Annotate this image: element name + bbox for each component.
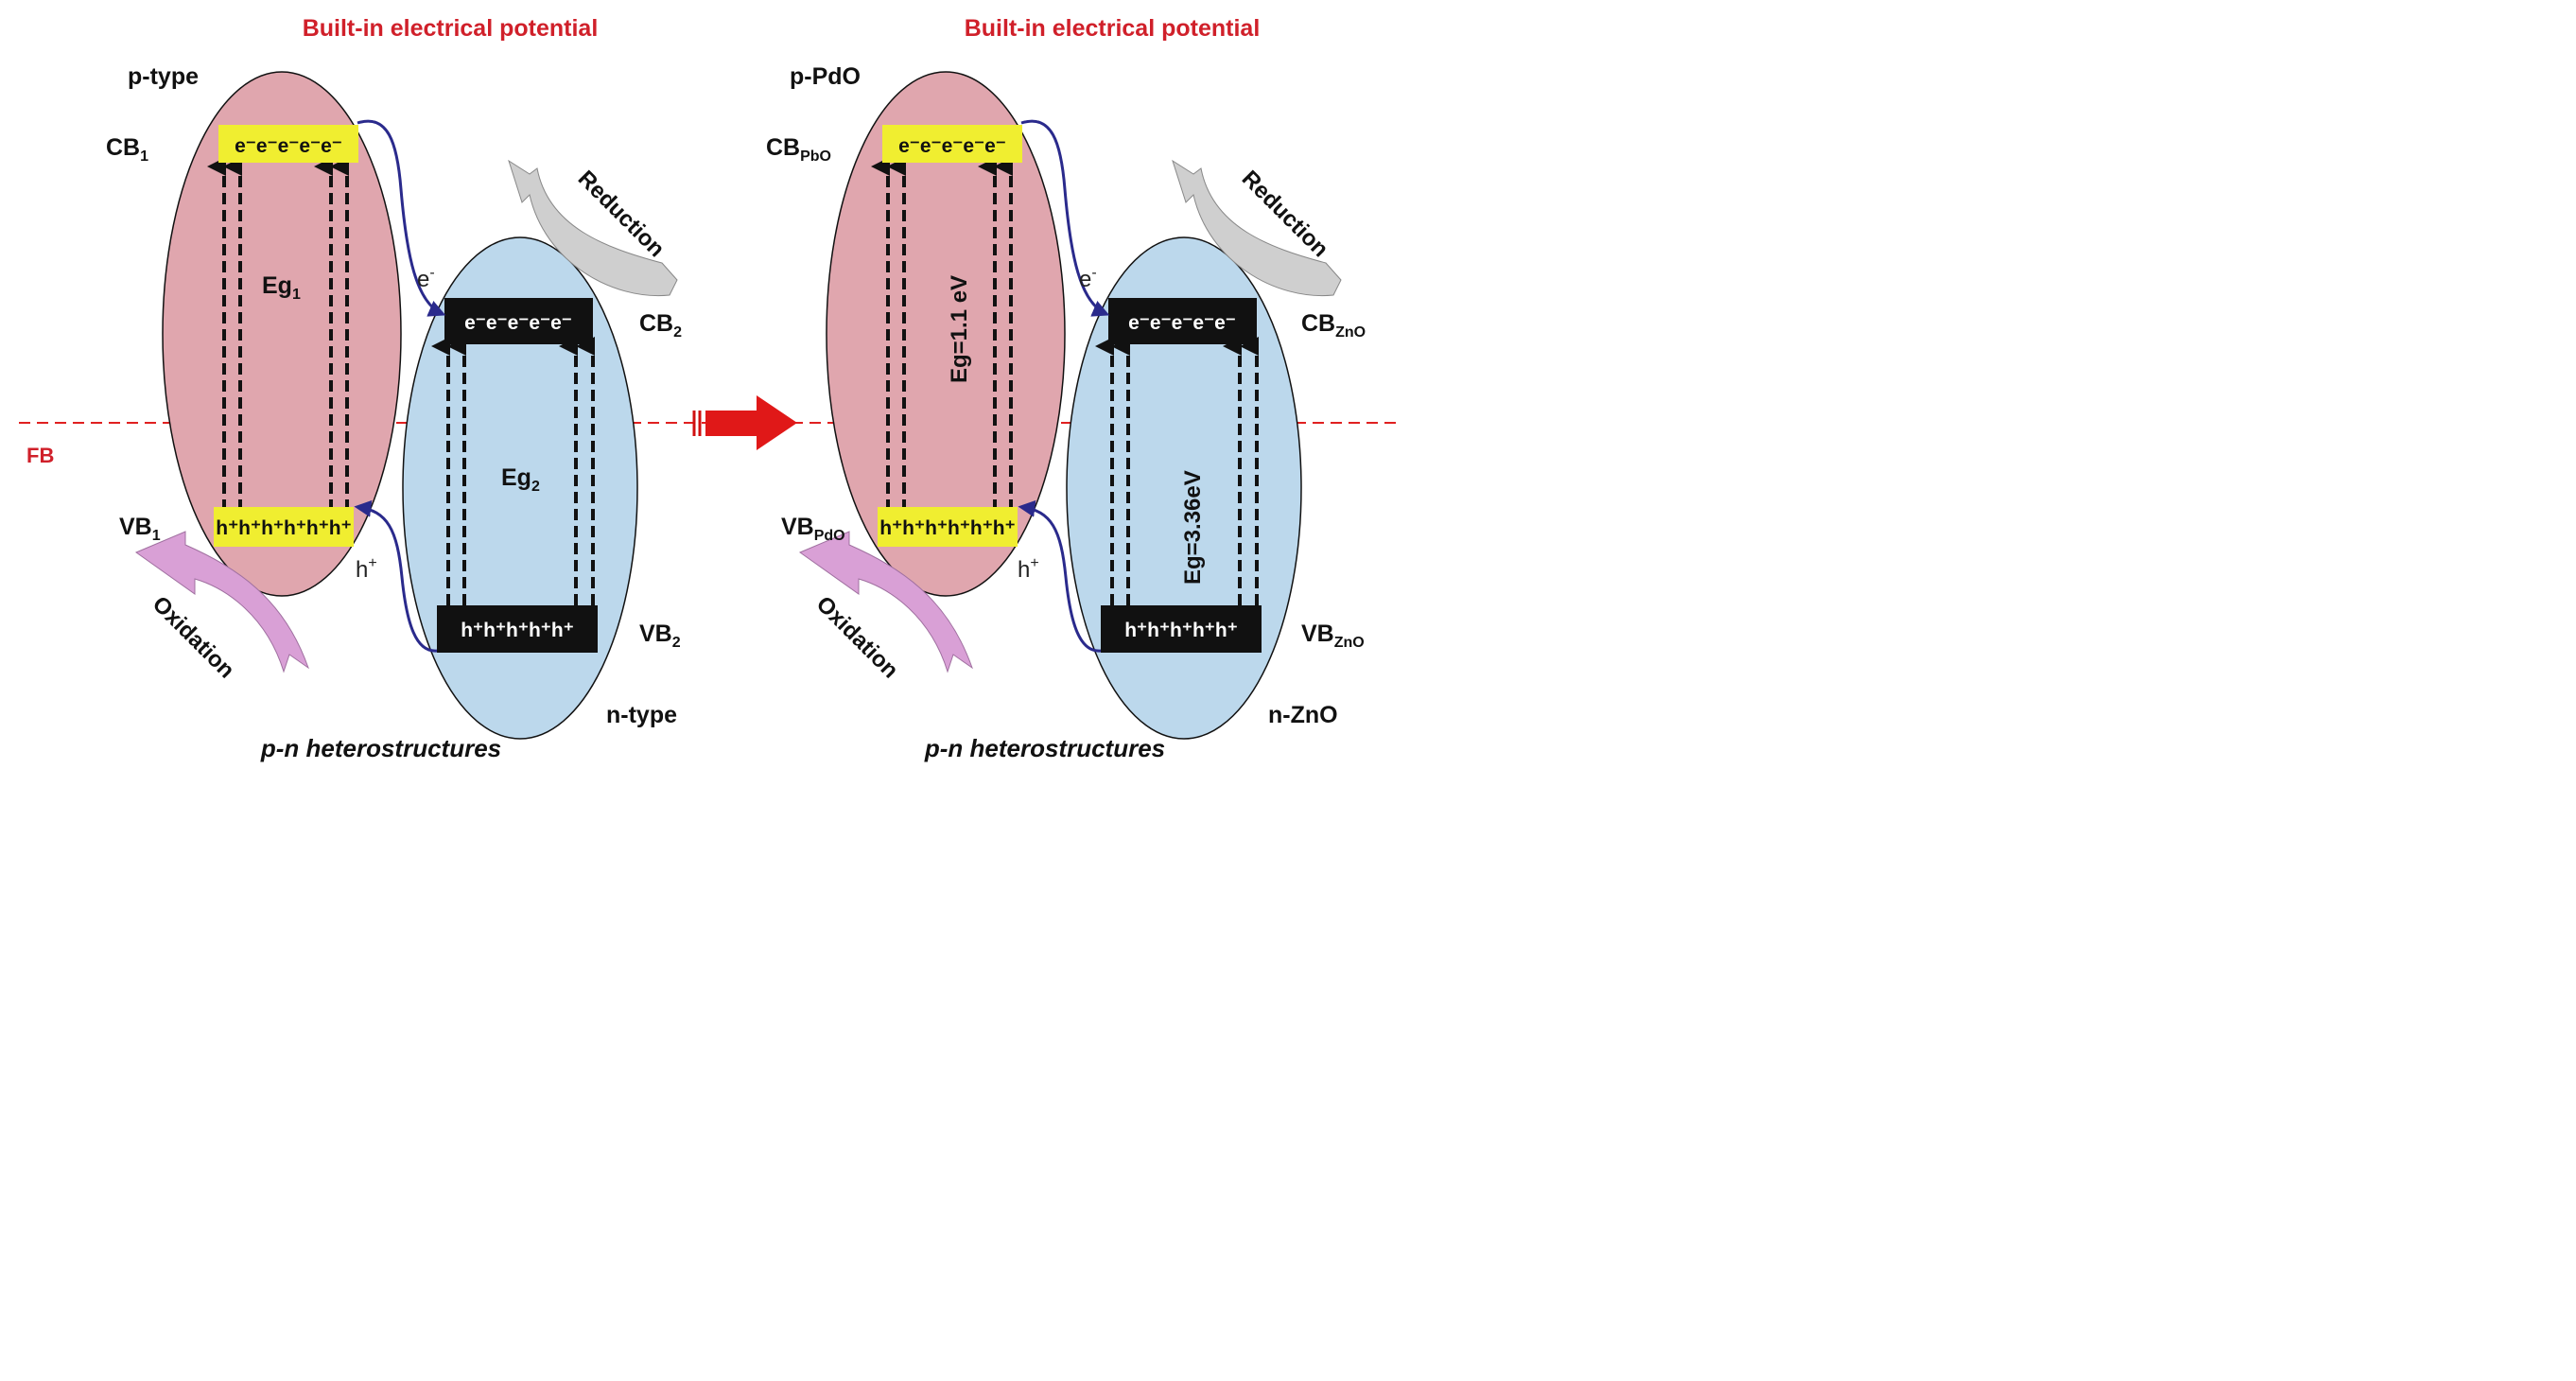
cb1-electron-box	[882, 125, 1022, 163]
vb2-hole-box	[437, 605, 598, 653]
vb1-label: VBPdO	[781, 514, 845, 544]
cb1-electron-text: e⁻e⁻e⁻e⁻e⁻	[235, 135, 342, 157]
vb1-hole-text: h⁺h⁺h⁺h⁺h⁺h⁺	[879, 517, 1015, 539]
oxidation-arrow	[134, 531, 309, 673]
cb2-electron-text: e⁻e⁻e⁻e⁻e⁻	[464, 312, 572, 334]
vb2-hole-box	[1101, 605, 1262, 653]
caption: p-n heterostructures	[260, 734, 501, 762]
transition-arrow	[692, 395, 797, 450]
panel-title: Built-in electrical potential	[965, 15, 1261, 42]
electron-transfer-arrow	[357, 119, 446, 317]
vb1-hole-box	[878, 507, 1018, 547]
vb1-hole-box	[214, 507, 354, 547]
panel-title: Built-in electrical potential	[303, 15, 599, 42]
hole-transfer-label: h+	[1018, 555, 1039, 583]
cb1-label: CBPbO	[766, 134, 831, 165]
cb1-electron-text: e⁻e⁻e⁻e⁻e⁻	[898, 135, 1006, 157]
oxidation-label: Oxidation	[148, 591, 239, 683]
vb2-hole-text: h⁺h⁺h⁺h⁺h⁺	[1124, 620, 1238, 641]
cb2-electron-text: e⁻e⁻e⁻e⁻e⁻	[1128, 312, 1236, 334]
electron-transfer-label: e-	[1079, 265, 1097, 292]
n-label: n-type	[606, 702, 677, 728]
vb1-hole-text: h⁺h⁺h⁺h⁺h⁺h⁺	[216, 517, 351, 539]
cb1-electron-box	[218, 125, 358, 163]
p-label: p-PdO	[790, 63, 861, 90]
reduction-arrow	[1172, 159, 1342, 297]
electron-transfer-arrow	[1020, 119, 1110, 317]
hole-transfer-arrow	[1018, 499, 1102, 653]
n-transitions	[1095, 337, 1259, 605]
p-transitions	[871, 157, 1013, 511]
p-label: p-type	[128, 63, 199, 90]
eg1-label: Eg1	[262, 272, 301, 303]
hole-transfer-label: h+	[356, 555, 377, 583]
electron-transfer-label: e-	[417, 265, 435, 292]
cb2-electron-box	[1108, 298, 1257, 344]
oxidation-arrow	[798, 531, 973, 673]
vb2-hole-text: h⁺h⁺h⁺h⁺h⁺	[461, 620, 574, 641]
caption: p-n heterostructures	[924, 734, 1165, 762]
fb-label: FB	[26, 444, 54, 467]
panel-right: e⁻e⁻e⁻e⁻e⁻ h⁺h⁺h⁺h⁺h⁺h⁺ e⁻e⁻e⁻e⁻e⁻ h⁺h⁺h…	[766, 15, 1366, 762]
n-label: n-ZnO	[1268, 702, 1338, 728]
p-transitions	[207, 157, 349, 511]
cb2-label: CBZnO	[1301, 310, 1366, 341]
oxidation-label: Oxidation	[811, 591, 903, 683]
reduction-arrow	[508, 159, 678, 297]
vb2-label: VB2	[639, 621, 681, 651]
heterostructure-diagram: FB e⁻e⁻e⁻e⁻e⁻	[19, 15, 1398, 762]
vb2-label: VBZnO	[1301, 621, 1365, 651]
eg2-label: Eg=3.36eV	[1180, 470, 1206, 585]
eg2-label: Eg2	[501, 464, 540, 495]
vb1-label: VB1	[119, 514, 161, 544]
n-transitions	[431, 337, 595, 605]
cb1-label: CB1	[106, 134, 148, 165]
hole-transfer-arrow	[354, 499, 438, 653]
cb2-label: CB2	[639, 310, 682, 341]
eg1-label: Eg=1.1 eV	[947, 275, 972, 383]
panel-left: e⁻e⁻e⁻e⁻e⁻ h⁺h⁺h⁺h⁺h⁺h⁺ e⁻e⁻e⁻e⁻e⁻ h⁺h⁺h…	[106, 15, 682, 762]
cb2-electron-box	[444, 298, 593, 344]
